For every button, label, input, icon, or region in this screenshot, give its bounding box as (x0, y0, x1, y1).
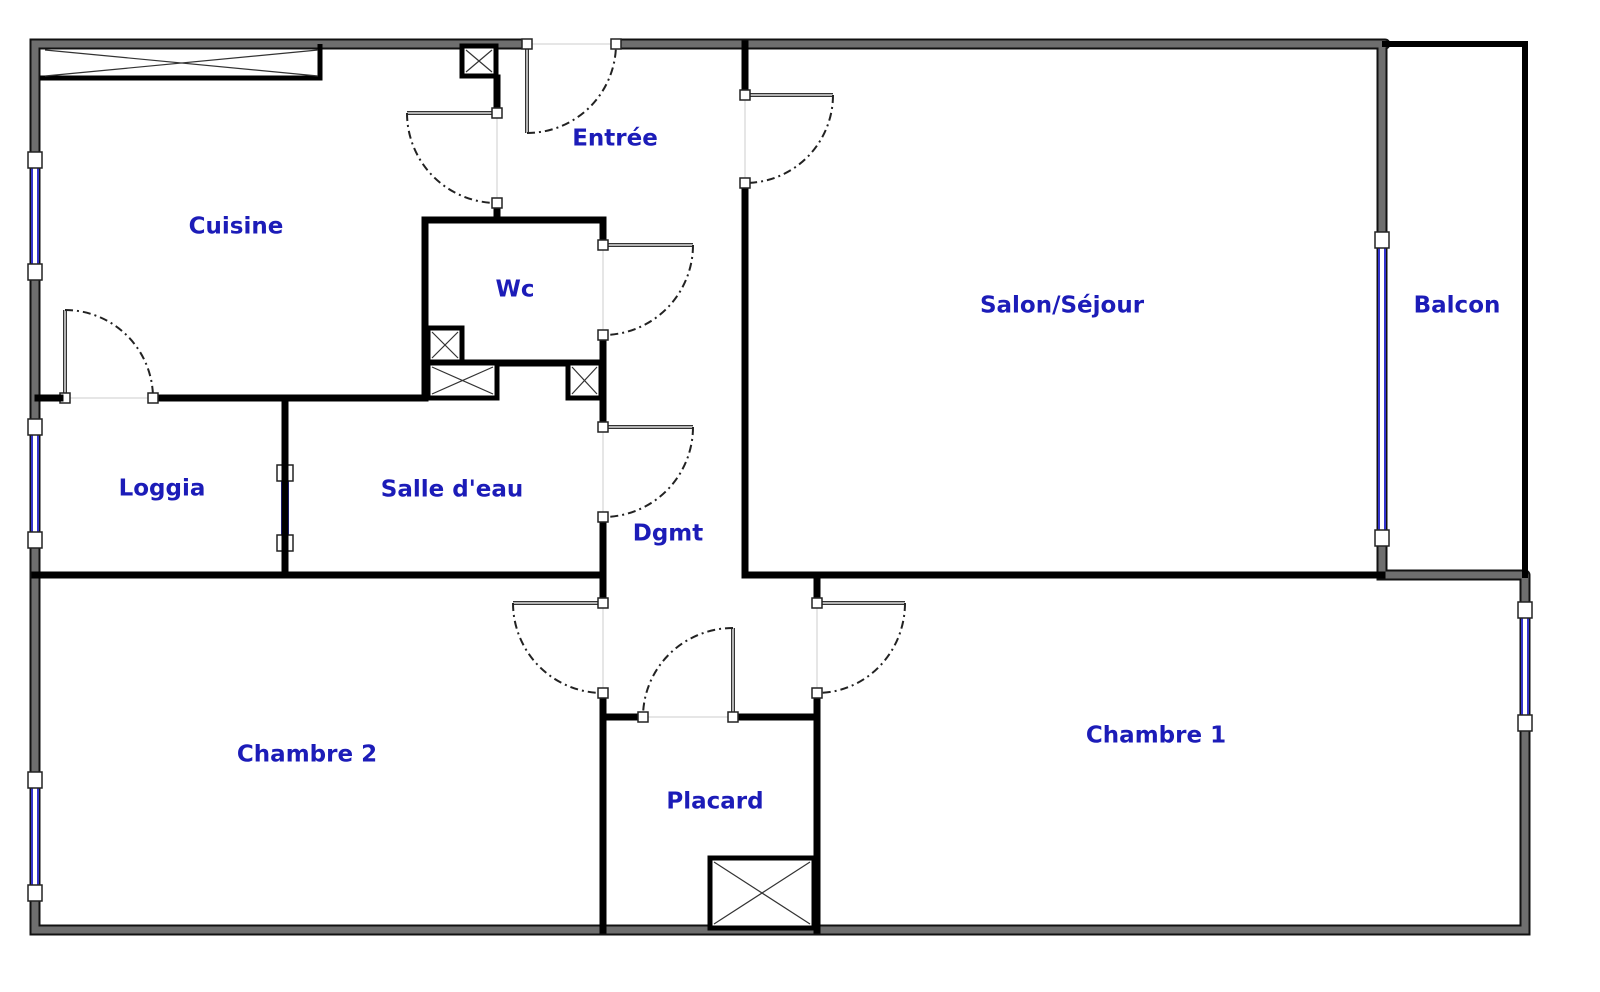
bedroom1-door[interactable] (811, 597, 906, 699)
bathroom-door[interactable] (597, 421, 694, 523)
room-label-loggia: Loggia (119, 476, 206, 502)
loggia-door[interactable] (34, 309, 159, 404)
bedroom2-door[interactable] (512, 597, 609, 699)
shaft (425, 360, 500, 401)
room-label-cuisine: Cuisine (189, 214, 284, 240)
wc-door[interactable] (597, 239, 694, 341)
shaft (707, 855, 817, 931)
shaft (459, 43, 499, 79)
room-label-entree: Entrée (572, 126, 658, 152)
room-label-salon: Salon/Séjour (980, 293, 1145, 319)
window (27, 418, 43, 549)
shaft (425, 325, 465, 365)
room-label-wc: Wc (495, 277, 534, 303)
room-label-placard: Placard (666, 789, 763, 815)
kitchen-door[interactable] (406, 107, 503, 209)
room-label-balcon: Balcon (1414, 293, 1501, 319)
room-label-dgmt: Dgmt (633, 521, 704, 547)
window (27, 771, 43, 902)
closet-door[interactable] (637, 627, 739, 723)
windows (27, 151, 1533, 902)
room-label-chambre1: Chambre 1 (1086, 723, 1226, 749)
kitchen-cabinet (44, 49, 319, 77)
window (27, 151, 43, 281)
shaft (565, 360, 604, 401)
doors (34, 38, 906, 723)
room-labels: Entrée Cuisine Wc Salon/Séjour Balcon Lo… (119, 126, 1501, 815)
shafts (44, 43, 817, 931)
room-label-chambre2: Chambre 2 (237, 742, 377, 768)
room-label-salle-eau: Salle d'eau (381, 477, 523, 503)
entry-door[interactable] (521, 38, 622, 134)
window (1374, 231, 1390, 547)
outer-walls (29, 38, 1531, 936)
window (1517, 601, 1533, 732)
salon-door[interactable] (739, 89, 834, 189)
